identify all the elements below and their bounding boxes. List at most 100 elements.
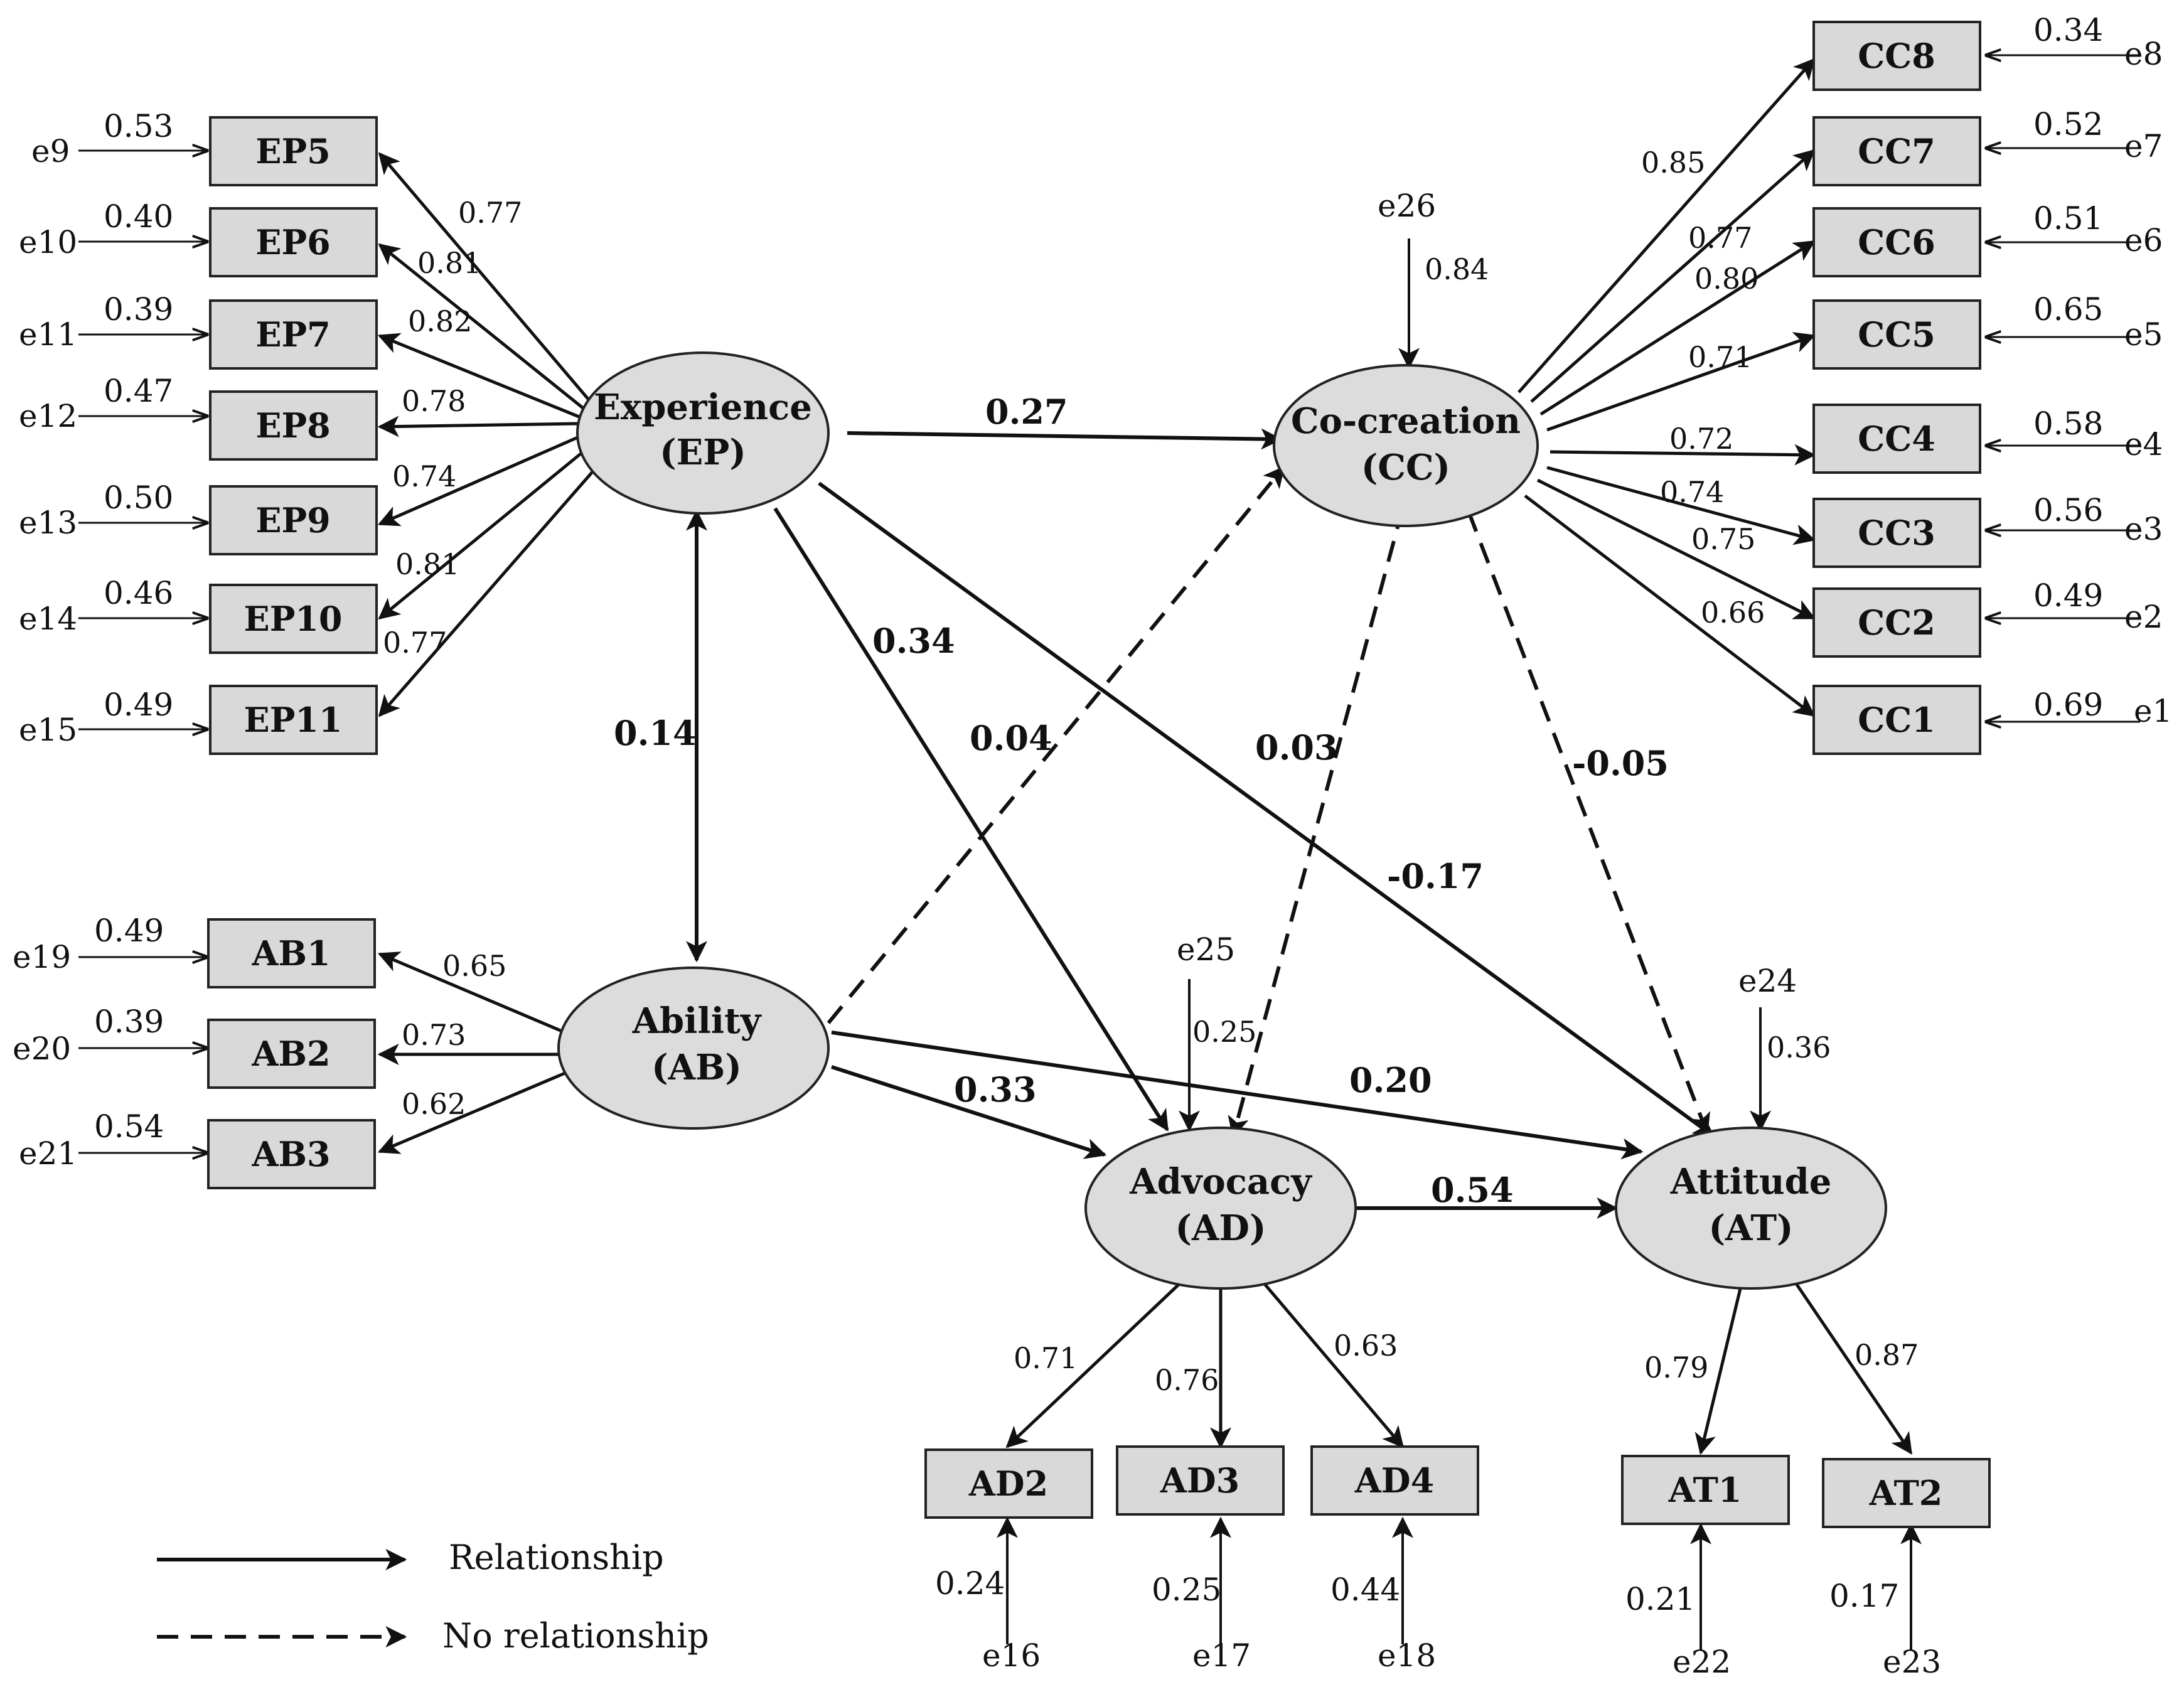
label-indicators-at2-variance: 0.17 — [1829, 1578, 1899, 1614]
label-indicators-ad3-error: e17 — [1192, 1637, 1251, 1674]
label-indicators-ep11-error: e15 — [19, 712, 77, 748]
construct-ad: Advocacy (AD) — [1084, 1127, 1357, 1290]
label-indicators-ad4-label: AD4 — [1354, 1460, 1434, 1501]
indicator-cc4: CC4 — [1812, 404, 1981, 474]
label-indicators-at2-loading: 0.87 — [1855, 1338, 1919, 1372]
cc-loadings — [1518, 58, 1816, 717]
coef-ab-at: 0.20 — [1349, 1060, 1432, 1100]
label-indicators-cc4-loading: 0.72 — [1669, 422, 1733, 456]
label-indicators-ep7-error: e11 — [19, 316, 77, 353]
label-indicators-cc2-error: e2 — [2124, 599, 2163, 635]
indicator-ab3: AB3 — [207, 1119, 376, 1189]
path-cc-ad — [1228, 508, 1405, 1138]
label-constructs-ad-line2: (AD) — [1175, 1207, 1266, 1249]
label-indicators-cc4-error: e4 — [2124, 426, 2163, 463]
label-indicators-at1-loading: 0.79 — [1644, 1351, 1708, 1384]
coef-ep-ad: 0.34 — [872, 621, 955, 661]
label-indicators-ab2-loading: 0.73 — [402, 1018, 466, 1052]
label-indicators-ep8-error: e12 — [19, 398, 77, 434]
path-ep-ad — [773, 507, 1169, 1132]
label-indicators-ad4-variance: 0.44 — [1330, 1572, 1400, 1608]
label-indicators-cc4-variance: 0.58 — [2033, 405, 2103, 442]
path-ab-ad — [831, 1065, 1107, 1159]
coef-ad-at: 0.54 — [1431, 1170, 1514, 1210]
error-names: e9 e10 e11 e12 e13 e14 e15 e19 e20 e21 e… — [13, 36, 2172, 1680]
label-indicators-ab2-error: e20 — [13, 1031, 71, 1067]
legend-dashed-label: No relationship — [442, 1616, 709, 1656]
indicator-ab2: AB2 — [207, 1019, 376, 1089]
label-indicators-ep9-variance: 0.50 — [104, 479, 173, 516]
label-disturbances-cc-error: e26 — [1378, 188, 1436, 224]
label-indicators-ep6-loading: 0.81 — [417, 246, 481, 280]
label-indicators-ep10-variance: 0.46 — [104, 575, 173, 611]
label-indicators-cc6-variance: 0.51 — [2033, 200, 2103, 237]
label-indicators-cc5-variance: 0.65 — [2033, 291, 2103, 328]
indicator-cc8: CC8 — [1812, 21, 1981, 91]
label-indicators-cc3-variance: 0.56 — [2033, 492, 2103, 528]
label-disturbances-cc-variance: 0.84 — [1425, 252, 1489, 286]
label-indicators-cc3-label: CC3 — [1858, 513, 1935, 553]
label-indicators-ep6-error: e10 — [19, 224, 77, 260]
path-ab-cc — [827, 466, 1285, 1024]
indicator-ep7: EP7 — [209, 299, 378, 370]
label-indicators-cc5-loading: 0.71 — [1688, 340, 1752, 374]
label-indicators-ep9-error: e13 — [19, 505, 77, 541]
label-indicators-ab3-label: AB3 — [251, 1134, 330, 1174]
label-constructs-ab-line2: (AB) — [651, 1047, 742, 1088]
label-indicators-ep5-loading: 0.77 — [458, 196, 522, 230]
label-indicators-ep7-label: EP7 — [255, 314, 330, 355]
label-indicators-cc1-label: CC1 — [1858, 700, 1935, 740]
construct-cc: Co-creation (CC) — [1273, 364, 1539, 527]
label-constructs-cc-line1: Co-creation — [1291, 400, 1521, 442]
ep-loadings — [377, 152, 597, 717]
label-indicators-at1-error: e22 — [1673, 1644, 1731, 1680]
label-indicators-cc7-loading: 0.77 — [1688, 221, 1752, 255]
construct-ep: Experience (EP) — [576, 351, 830, 515]
label-indicators-ep10-error: e14 — [19, 601, 77, 637]
label-indicators-ep11-label: EP11 — [244, 700, 343, 740]
label-indicators-ep8-loading: 0.78 — [402, 384, 466, 418]
label-constructs-cc-line2: (CC) — [1361, 447, 1450, 488]
label-indicators-ab1-label: AB1 — [251, 933, 330, 973]
coef-cc-at: -0.05 — [1572, 743, 1669, 783]
label-indicators-ep8-variance: 0.47 — [104, 373, 173, 409]
coef-ep-at: -0.17 — [1387, 856, 1484, 896]
label-indicators-cc2-variance: 0.49 — [2033, 577, 2103, 614]
coef-ab-ad: 0.33 — [954, 1069, 1037, 1110]
indicator-ep5: EP5 — [209, 116, 378, 186]
label-constructs-ab-line1: Ability — [632, 1000, 762, 1042]
label-indicators-ab1-error: e19 — [13, 939, 71, 975]
label-indicators-cc1-variance: 0.69 — [2033, 687, 2103, 723]
label-indicators-ep5-error: e9 — [31, 133, 70, 169]
label-indicators-ab1-variance: 0.49 — [94, 913, 164, 949]
label-indicators-ad4-error: e18 — [1378, 1637, 1436, 1674]
label-indicators-ad2-loading: 0.71 — [1014, 1341, 1078, 1375]
path-coefficients: 0.27 0.34 0.14 0.04 0.03 -0.05 -0.17 0.2… — [614, 392, 1669, 1210]
label-indicators-cc2-label: CC2 — [1858, 602, 1935, 643]
coef-ep-ab: 0.14 — [614, 713, 697, 753]
label-indicators-ab2-label: AB2 — [251, 1034, 330, 1074]
indicator-ab1: AB1 — [207, 918, 376, 988]
label-indicators-ep8-label: EP8 — [255, 405, 330, 446]
label-indicators-cc8-variance: 0.34 — [2033, 12, 2103, 48]
loading-labels: 0.77 0.81 0.82 0.78 0.74 0.81 0.77 0.85 … — [383, 146, 1919, 1397]
indicator-ad2: AD2 — [924, 1448, 1093, 1519]
label-indicators-ad2-error: e16 — [982, 1637, 1041, 1674]
label-indicators-cc8-loading: 0.85 — [1641, 146, 1705, 179]
label-indicators-cc6-loading: 0.80 — [1694, 262, 1758, 296]
label-indicators-ab2-variance: 0.39 — [94, 1004, 164, 1040]
indicator-cc6: CC6 — [1812, 207, 1981, 277]
coef-ab-cc: 0.04 — [970, 718, 1052, 758]
label-indicators-ad3-label: AD3 — [1160, 1460, 1239, 1501]
label-indicators-cc4-label: CC4 — [1858, 419, 1935, 459]
label-indicators-ab3-loading: 0.62 — [402, 1087, 466, 1121]
label-indicators-ep10-loading: 0.81 — [395, 547, 459, 581]
legend: Relationship No relationship — [157, 1538, 709, 1656]
label-constructs-at-line1: Attitude — [1670, 1161, 1832, 1202]
label-indicators-ep11-loading: 0.77 — [383, 626, 447, 660]
structural-paths — [686, 428, 1715, 1219]
path-cc-at — [1467, 510, 1710, 1135]
label-constructs-at-line2: (AT) — [1708, 1207, 1793, 1249]
label-indicators-cc1-error: e1 — [2134, 693, 2172, 729]
indicator-cc2: CC2 — [1812, 587, 1981, 658]
